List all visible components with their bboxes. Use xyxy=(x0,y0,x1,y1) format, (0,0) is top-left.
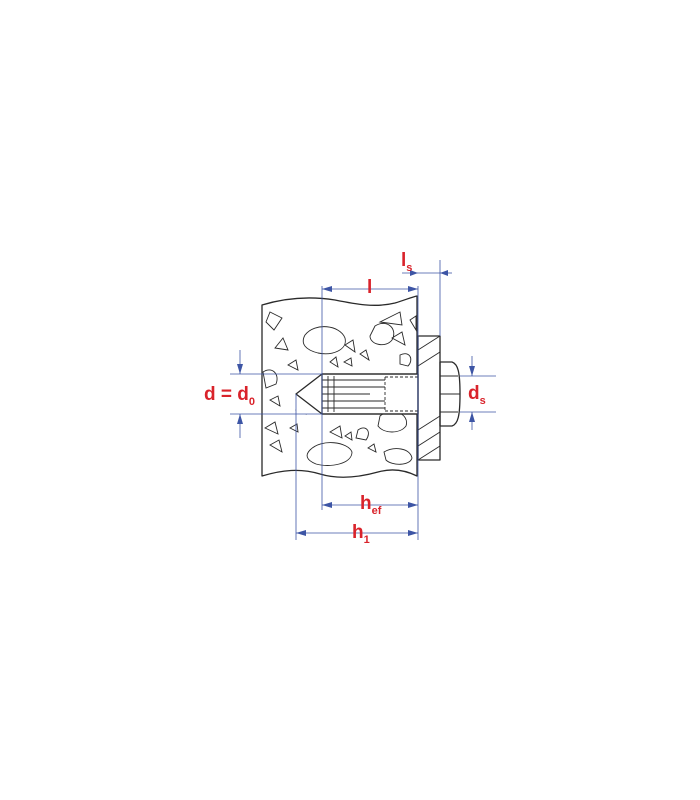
aggregate-pebbles xyxy=(262,311,417,466)
label-h1: h1 xyxy=(352,522,370,546)
label-hef: hef xyxy=(360,493,382,517)
label-l: l xyxy=(367,277,372,298)
bolt-head xyxy=(439,361,461,427)
label-d-d0: d = d0 xyxy=(204,384,255,408)
label-ds: ds xyxy=(468,383,486,407)
fixture-plate xyxy=(417,335,441,461)
dimension-lines xyxy=(230,260,496,540)
label-ls: ls xyxy=(401,250,412,274)
dimension-labels: ls l d = d0 ds hef h1 xyxy=(204,250,486,546)
